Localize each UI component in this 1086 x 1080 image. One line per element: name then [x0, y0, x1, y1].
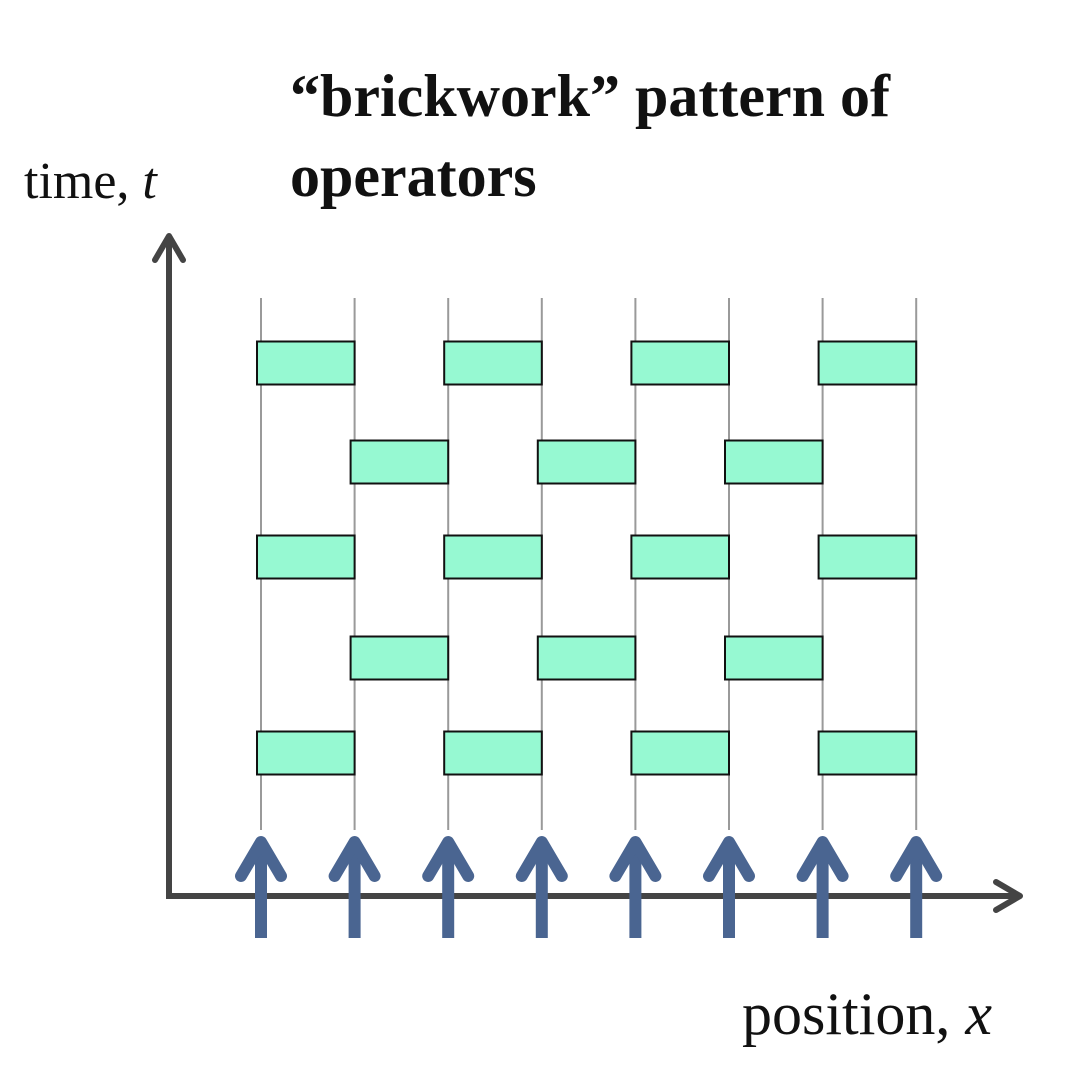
input-arrow-head	[890, 836, 943, 882]
gate-operator	[443, 730, 543, 776]
input-arrows-group	[235, 836, 943, 938]
diagram-title: “brickwork” pattern of operators	[290, 56, 1070, 216]
input-arrow-head	[796, 836, 849, 882]
gates-group	[256, 340, 918, 776]
input-arrow-head	[515, 836, 568, 882]
input-arrow-head	[422, 836, 475, 882]
gate-operator	[536, 439, 637, 485]
gate-operator	[817, 730, 918, 776]
position-axis-arrowhead	[993, 879, 1023, 913]
title-line-2: operators	[290, 143, 537, 209]
gate-operator	[630, 534, 731, 580]
position-axis-variable: x	[965, 981, 992, 1047]
gate-operator	[536, 635, 637, 681]
gate-operator	[724, 635, 824, 681]
gate-operator	[256, 730, 356, 776]
input-arrow-head	[235, 836, 287, 882]
gate-operator	[256, 534, 356, 580]
time-axis-variable: t	[142, 153, 157, 210]
input-arrow-head	[703, 836, 755, 882]
gate-operator	[817, 340, 918, 386]
input-arrow-head	[609, 836, 662, 882]
input-arrow-head	[328, 836, 381, 882]
gate-operator	[443, 534, 543, 580]
gate-operator	[349, 635, 450, 681]
position-axis-label: position, x	[742, 980, 992, 1049]
gate-operator	[349, 439, 450, 485]
gate-operator	[630, 340, 731, 386]
time-axis-label: time, t	[24, 152, 157, 211]
gate-operator	[630, 730, 731, 776]
time-axis-label-text: time,	[24, 153, 143, 210]
time-axis-arrowhead	[152, 233, 186, 263]
gate-operator	[256, 340, 356, 386]
gate-operator	[443, 340, 543, 386]
axes-group	[152, 233, 1023, 913]
gate-operator	[724, 439, 824, 485]
title-line-1: “brickwork” pattern of	[290, 63, 890, 129]
gate-operator	[817, 534, 918, 580]
position-axis-label-text: position,	[742, 981, 966, 1047]
